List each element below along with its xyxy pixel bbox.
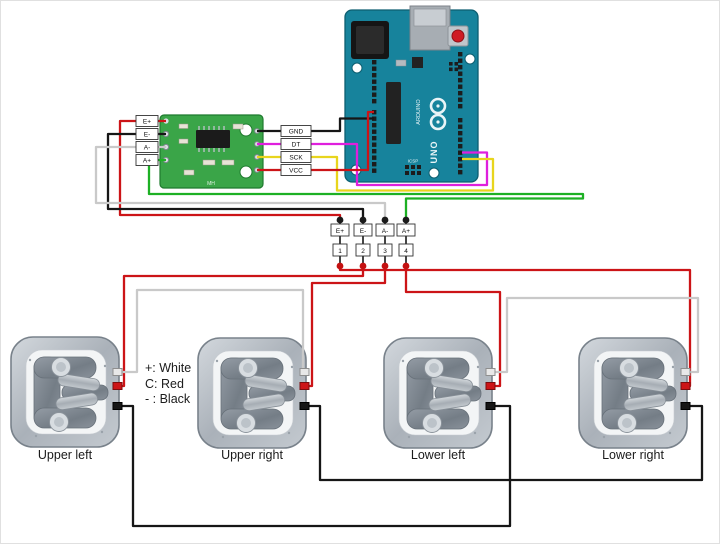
caption-upper-right: Upper right	[221, 448, 283, 462]
terminal-red	[680, 382, 691, 390]
arduino-logo-text: UNO	[429, 141, 439, 164]
wire-black-right-pair	[307, 404, 704, 482]
legend-line-red: C: Red	[145, 377, 184, 391]
terminal-black	[112, 402, 123, 410]
terminals-upper-left	[112, 368, 123, 410]
terminals-lower-left	[485, 368, 496, 410]
terminal-red	[485, 382, 496, 390]
hx711-pin-label-sck: SCK	[289, 155, 303, 162]
load-cell-lower-left	[383, 337, 493, 449]
mcu-chip	[386, 82, 401, 144]
hx711-silk-text: MH	[207, 181, 215, 187]
wire-sck-yellow	[257, 155, 495, 192]
legend-line-white: +: White	[145, 361, 191, 375]
hx711-pin-label-gnd: GND	[289, 129, 304, 136]
hx711-pin-labels: E+ E- A- A+ GND DT SCK VCC	[135, 115, 312, 176]
wire-black-left-pair	[120, 404, 512, 528]
icsp-header-top	[449, 62, 459, 72]
terminal-black	[299, 402, 310, 410]
load-cell-lower-right	[578, 337, 688, 449]
caption-lower-right: Lower right	[602, 448, 664, 462]
hx711-pin-label-dt: DT	[292, 142, 301, 149]
wire-junction3-upper-right-red	[307, 266, 387, 388]
junction-pin-label: A-	[382, 228, 389, 235]
wire-junction2-upper-left-red	[120, 266, 365, 388]
hx711-chip	[196, 130, 230, 148]
junction-pin-label: E-	[360, 228, 367, 235]
hx711-pin-label-vcc: VCC	[289, 168, 303, 175]
load-cell-upper-right	[197, 337, 307, 449]
terminal-black	[680, 402, 691, 410]
junction-1: E+ 1	[330, 216, 350, 270]
terminal-white	[112, 368, 123, 376]
terminal-red	[299, 382, 310, 390]
wire-junction4-lower-left-red	[404, 266, 502, 388]
wire-color-legend: +: White C: Red - : Black	[145, 361, 191, 406]
terminals-upper-right	[299, 368, 310, 410]
hx711-pin-label-aminus: A-	[144, 145, 151, 152]
arduino-uno-board: UNO ARDUINO ICSP	[344, 5, 479, 183]
arduino-logo	[429, 97, 447, 131]
load-cell-terminals	[112, 368, 691, 410]
icsp-header	[405, 165, 421, 175]
hx711-pin-label-aplus: A+	[143, 158, 151, 165]
terminal-white	[680, 368, 691, 376]
hx711-pin-label-eplus: E+	[143, 119, 151, 126]
junction-2: E- 2	[353, 216, 373, 270]
wire-aminus-white	[94, 145, 387, 220]
pin-header-right	[458, 52, 463, 175]
junction-number-label: 3	[383, 248, 387, 255]
wire-eminus-black	[106, 132, 365, 220]
terminal-white	[299, 368, 310, 376]
terminal-white	[485, 368, 496, 376]
junction-3: A- 3	[375, 216, 395, 270]
junction-strip: E+ 1 E- 2 A- 3 A+ 4	[330, 216, 416, 270]
hx711-pin-label-eminus: E-	[144, 132, 151, 139]
junction-4: A+ 4	[396, 216, 416, 270]
caption-upper-left: Upper left	[38, 448, 93, 462]
pin-header-left	[372, 60, 377, 173]
junction-pin-label: E+	[336, 228, 344, 235]
caption-lower-left: Lower left	[411, 448, 466, 462]
junction-number-label: 2	[361, 248, 365, 255]
terminals-lower-right	[680, 368, 691, 410]
legend-line-black: - : Black	[145, 392, 191, 406]
wire-vcc-red	[257, 110, 374, 172]
arduino-brand-text: ARDUINO	[416, 99, 422, 125]
junction-pin-label: A+	[402, 228, 410, 235]
junction-number-label: 4	[404, 248, 408, 255]
wire-white-lower-pair	[493, 296, 700, 374]
icsp-label: ICSP	[408, 159, 419, 164]
load-cell-upper-left	[10, 336, 120, 448]
terminal-black	[485, 402, 496, 410]
junction-number-label: 1	[338, 248, 342, 255]
terminal-red	[112, 382, 123, 390]
hx711-module: MH	[159, 114, 264, 189]
wire-dt-magenta	[257, 142, 489, 187]
